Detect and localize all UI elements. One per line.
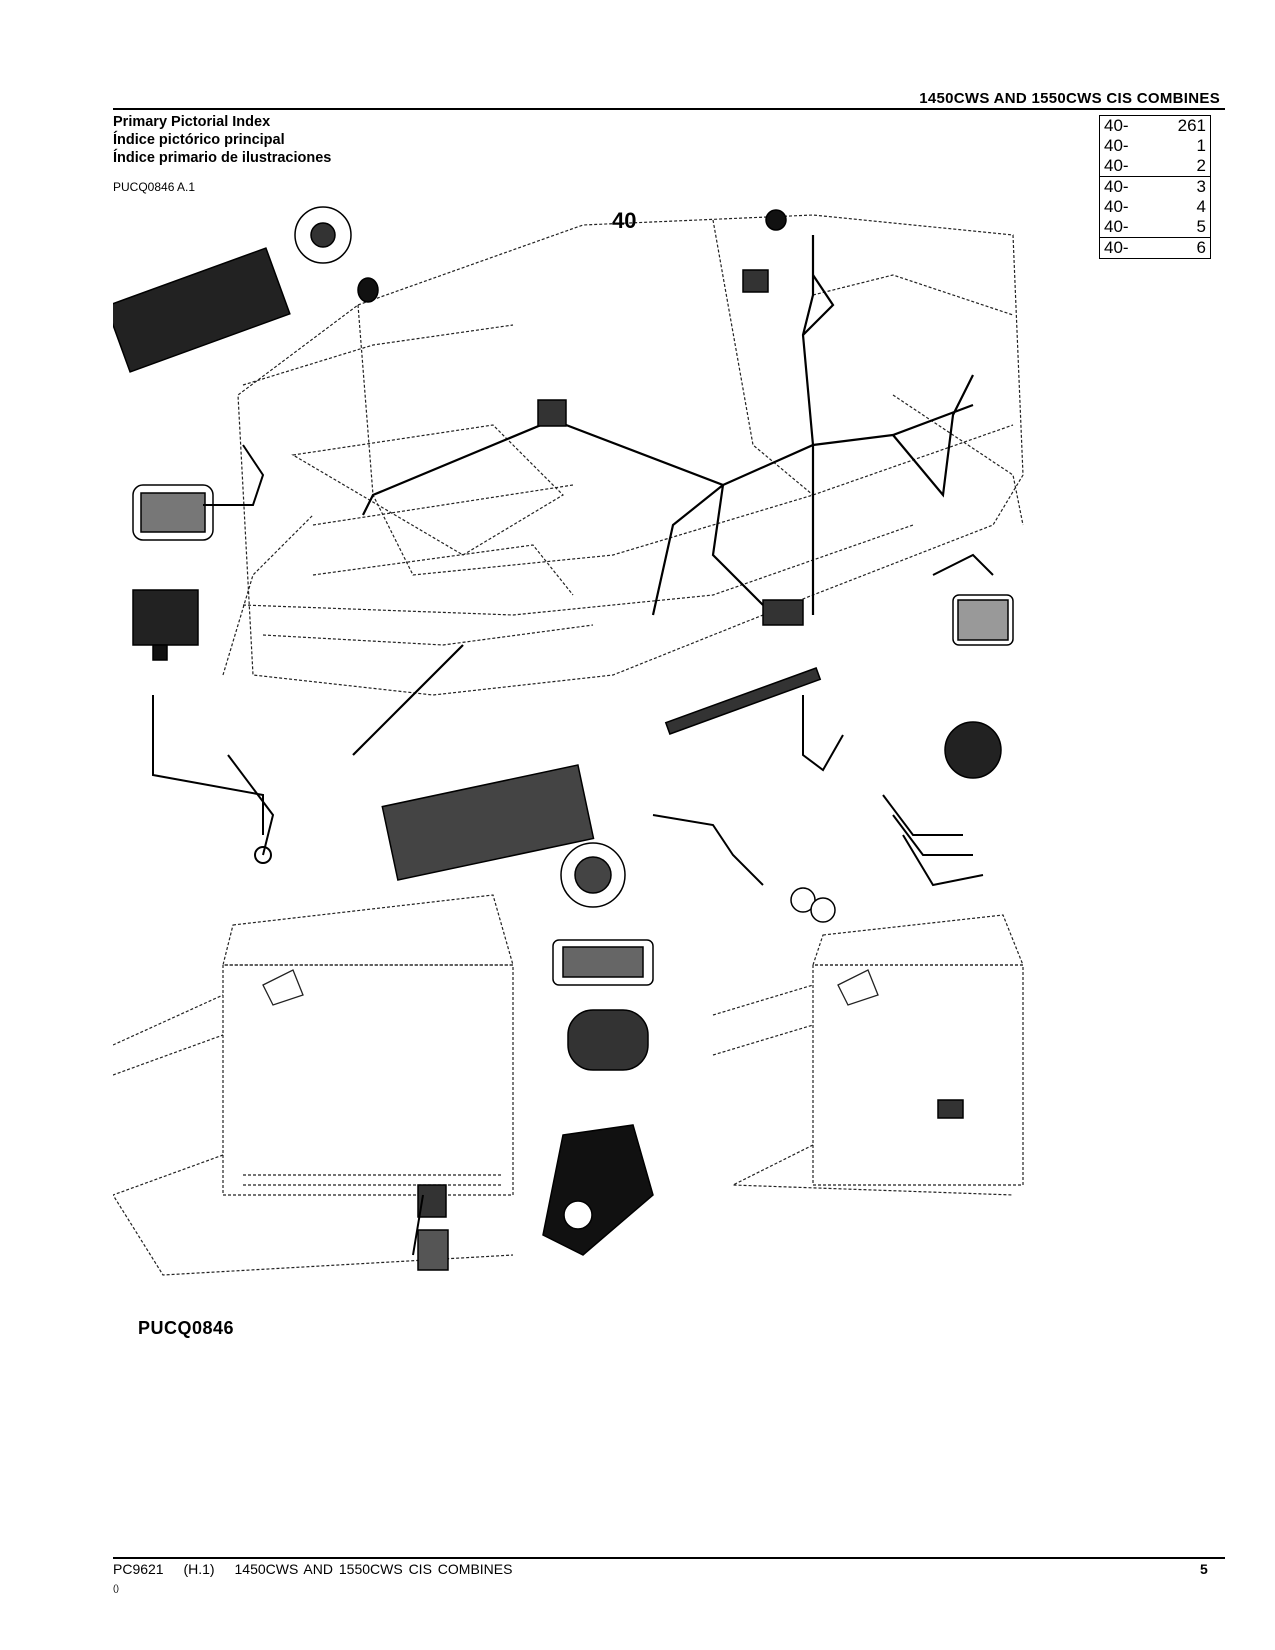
section-number: 40 bbox=[612, 208, 637, 233]
footer-rule bbox=[113, 1557, 1225, 1559]
footer-title: 1450CWS AND 1550CWS CIS COMBINES bbox=[234, 1561, 513, 1577]
footer-small-note: () bbox=[113, 1583, 119, 1593]
figure-ref: PUCQ0846 A.1 bbox=[113, 180, 196, 194]
index-row[interactable]: 40-6 bbox=[1104, 238, 1206, 257]
footer-left: PC9621 (H.1) 1450CWS AND 1550CWS CIS COM… bbox=[113, 1561, 512, 1577]
index-row[interactable]: 40-2 bbox=[1099, 156, 1211, 177]
figure-label: PUCQ0846 bbox=[138, 1318, 235, 1338]
header-rule bbox=[113, 108, 1225, 110]
combine-electrical-illustration bbox=[113, 206, 1024, 1276]
footer-doc-code: PC9621 bbox=[113, 1561, 164, 1577]
index-title-es: Índice primario de ilustraciones bbox=[113, 150, 332, 166]
index-title-pt: Índice pictórico principal bbox=[113, 132, 285, 148]
index-row[interactable]: 40-1 bbox=[1104, 136, 1206, 155]
header-title: 1450CWS AND 1550CWS CIS COMBINES bbox=[919, 90, 1220, 107]
index-row[interactable]: 40-4 bbox=[1104, 197, 1206, 216]
footer-revision: (H.1) bbox=[183, 1561, 215, 1577]
index-row[interactable]: 40-261 bbox=[1104, 116, 1206, 135]
pictorial-index-table: 40-261 40-1 40-2 40-3 40-4 40-5 40-6 bbox=[1099, 115, 1211, 259]
footer-page-number: 5 bbox=[1200, 1561, 1208, 1577]
index-row[interactable]: 40-3 bbox=[1104, 177, 1206, 196]
index-title-en: Primary Pictorial Index bbox=[113, 114, 271, 130]
index-row[interactable]: 40-5 bbox=[1099, 217, 1211, 238]
